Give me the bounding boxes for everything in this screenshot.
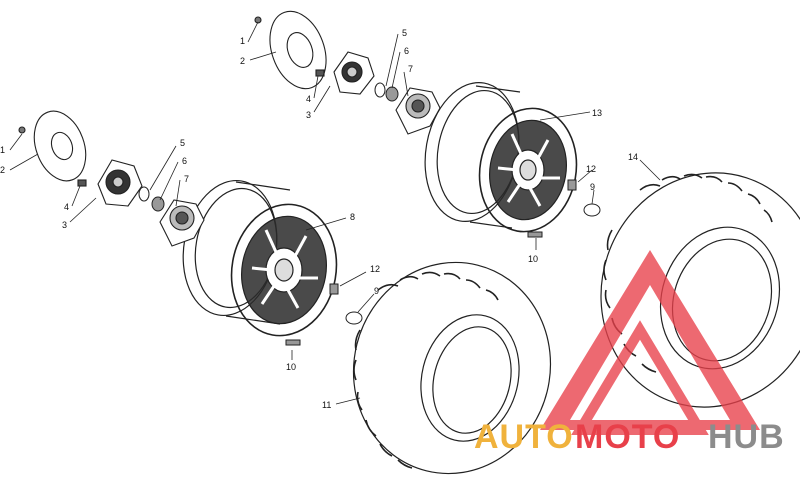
callout-14: 14	[628, 152, 638, 162]
watermark-hub: HUB	[708, 418, 785, 456]
hub-flange-upper	[315, 51, 375, 95]
callout-11: 11	[322, 400, 331, 410]
watermark-triangle-icon	[540, 250, 760, 430]
callout-1-lower: 1	[0, 145, 5, 155]
brake-disc-upper	[254, 10, 327, 90]
callout-12-upper: 12	[586, 164, 596, 174]
callout-4-upper: 4	[306, 94, 311, 104]
hub-7-lower	[159, 199, 205, 247]
tire-11	[352, 261, 552, 475]
callout-12-lower: 12	[370, 264, 380, 274]
bolt-10-upper	[527, 231, 543, 238]
callout-6-upper: 6	[404, 46, 409, 56]
callout-9-lower: 9	[374, 286, 379, 296]
callout-4-lower: 4	[64, 202, 69, 212]
callout-9-upper: 9	[590, 182, 595, 192]
callout-1-upper: 1	[240, 36, 245, 46]
callout-2-lower: 2	[0, 165, 5, 175]
cap-9-upper	[583, 203, 601, 217]
callout-5-upper: 5	[402, 28, 407, 38]
leader-lines	[9, 21, 661, 405]
small-parts	[285, 179, 601, 346]
callout-3-lower: 3	[62, 220, 67, 230]
valve-stem-12-upper	[567, 179, 577, 191]
callout-labels: 1 2 3 4 5 6 7 1 2 3 4 5 6 7 8 9 9 10 10 …	[0, 28, 638, 410]
callout-13: 13	[592, 108, 602, 118]
brake-disc-lower	[18, 110, 87, 182]
callout-5-lower: 5	[180, 138, 185, 148]
watermark-logo	[540, 250, 760, 435]
hub-7-upper	[395, 87, 441, 135]
watermark-moto: MOTO	[575, 418, 680, 456]
watermark-auto: AUTO	[474, 418, 574, 456]
callout-10-lower: 10	[286, 362, 296, 372]
rim-8	[182, 179, 338, 337]
valve-stem-12-lower	[329, 283, 339, 295]
callout-6-lower: 6	[182, 156, 187, 166]
nut-6-lower	[138, 186, 165, 212]
cap-9-lower	[345, 311, 363, 325]
callout-7-upper: 7	[408, 64, 413, 74]
bolt-10-lower	[285, 339, 301, 346]
callout-2-upper: 2	[240, 56, 245, 66]
callout-3-upper: 3	[306, 110, 311, 120]
hub-flange-lower	[77, 159, 143, 207]
nut-6-upper	[374, 82, 399, 102]
rim-13	[424, 82, 578, 233]
callout-8: 8	[350, 212, 355, 222]
callout-10-upper: 10	[528, 254, 538, 264]
callout-7-lower: 7	[184, 174, 189, 184]
